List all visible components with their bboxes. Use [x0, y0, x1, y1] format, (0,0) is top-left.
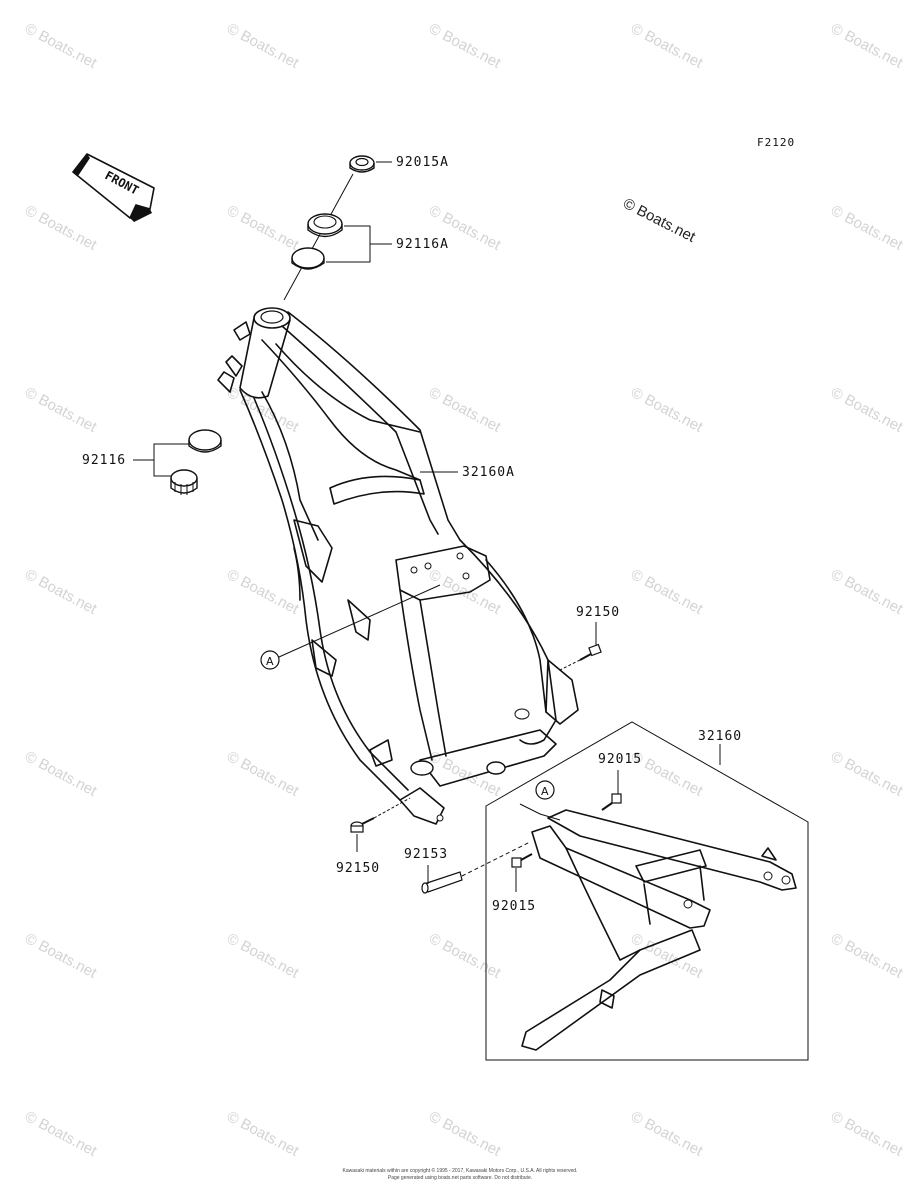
frame-bolt-left[interactable] [350, 817, 375, 833]
part-label-92015-lower[interactable]: 92015 [492, 899, 536, 914]
part-label-92150-left[interactable]: 92150 [336, 861, 380, 876]
part-label-92015-upper[interactable]: 92015 [598, 752, 642, 767]
part-label-32160A[interactable]: 32160A [462, 465, 515, 480]
subframe-bolt-upper[interactable] [601, 793, 622, 811]
front-arrow-icon: FRONT [72, 153, 155, 222]
part-label-92116[interactable]: 92116 [82, 453, 126, 468]
callout-a-marker [260, 650, 280, 670]
subframe-shaft-bolt[interactable] [421, 871, 463, 894]
frame-bolt-right[interactable] [579, 643, 602, 661]
part-label-92150-right[interactable]: 92150 [576, 605, 620, 620]
part-label-92116A[interactable]: 92116A [396, 237, 449, 252]
head-pipe-seal-upper[interactable] [307, 213, 343, 238]
main-frame[interactable] [217, 307, 579, 825]
part-label-32160[interactable]: 32160 [698, 729, 742, 744]
subframe-detail-box [485, 721, 809, 1061]
steering-stem-nut[interactable] [349, 155, 375, 173]
diagram-code: F2120 [757, 136, 796, 149]
rear-subframe[interactable] [521, 809, 797, 1051]
head-pipe-bearing-seal[interactable] [188, 429, 222, 453]
head-pipe-seal-lower[interactable] [291, 247, 325, 270]
footer-copyright: Kawasaki materials within are copyright … [342, 1168, 578, 1174]
subframe-bolt-lower[interactable] [511, 853, 533, 868]
part-label-92153[interactable]: 92153 [404, 847, 448, 862]
footer-note: Page generated using boats.net parts sof… [387, 1175, 533, 1181]
callout-a-label: A [541, 785, 549, 798]
part-label-92015A[interactable]: 92015A [396, 155, 449, 170]
callout-a-label: A [266, 655, 274, 668]
head-pipe-bearing[interactable] [170, 469, 198, 495]
callout-a-marker [535, 780, 555, 800]
